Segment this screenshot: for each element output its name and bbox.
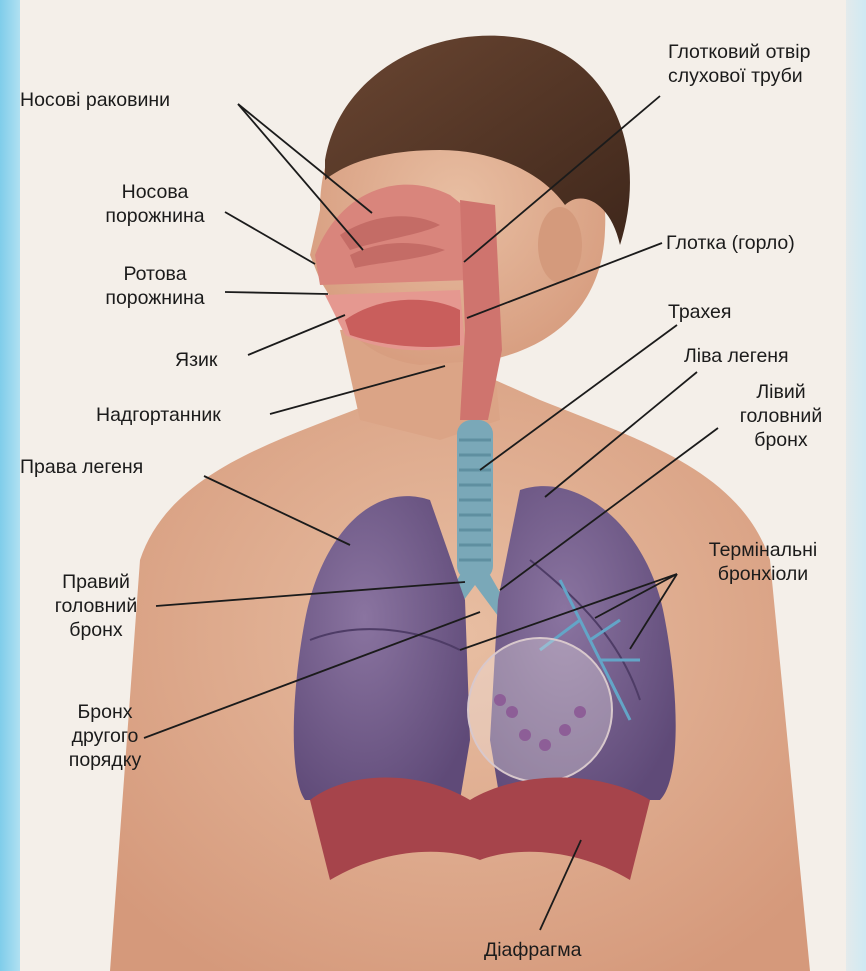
label-diaphragm: Діафрагма	[484, 938, 581, 962]
respiratory-system-illustration	[20, 0, 846, 971]
label-epiglottis: Надгортанник	[96, 403, 221, 427]
label-secondary-bronchus-line2: другого	[50, 724, 160, 748]
label-pharyngeal-opening-line2: слухової труби	[668, 64, 810, 88]
textbook-page: Носові раковини Глотковий отвір слухової…	[20, 0, 846, 971]
label-tongue: Язик	[175, 348, 217, 372]
alveoli-magnifier	[468, 638, 612, 782]
label-right-bronchus-line3: бронх	[36, 618, 156, 642]
label-left-bronchus-line3: бронх	[726, 428, 836, 452]
label-pharyngeal-opening: Глотковий отвір слухової труби	[668, 40, 810, 88]
label-secondary-bronchus-line3: порядку	[50, 748, 160, 772]
label-nasal-conchae: Носові раковини	[20, 88, 170, 112]
label-nasal-cavity: Носова порожнина	[80, 180, 230, 228]
label-oral-cavity-line2: порожнина	[80, 286, 230, 310]
label-secondary-bronchus-line1: Бронх	[50, 700, 160, 724]
label-left-bronchus-line2: головний	[726, 404, 836, 428]
label-terminal-bronchioles-line2: бронхіоли	[688, 562, 838, 586]
label-left-lung: Ліва легеня	[684, 344, 789, 368]
label-terminal-bronchioles: Термінальні бронхіоли	[688, 538, 838, 586]
label-nasal-cavity-line2: порожнина	[80, 204, 230, 228]
label-right-bronchus: Правий головний бронх	[36, 570, 156, 642]
label-left-bronchus: Лівий головний бронх	[726, 380, 836, 452]
label-pharynx: Глотка (горло)	[666, 231, 795, 255]
label-left-bronchus-line1: Лівий	[726, 380, 836, 404]
label-pharyngeal-opening-line1: Глотковий отвір	[668, 40, 810, 64]
label-trachea: Трахея	[668, 300, 731, 324]
label-secondary-bronchus: Бронх другого порядку	[50, 700, 160, 772]
label-oral-cavity-line1: Ротова	[80, 262, 230, 286]
label-nasal-cavity-line1: Носова	[80, 180, 230, 204]
label-right-bronchus-line2: головний	[36, 594, 156, 618]
label-oral-cavity: Ротова порожнина	[80, 262, 230, 310]
label-terminal-bronchioles-line1: Термінальні	[688, 538, 838, 562]
label-right-lung: Права легеня	[20, 455, 143, 479]
ghost-text	[632, 30, 637, 52]
ear	[538, 207, 582, 283]
label-right-bronchus-line1: Правий	[36, 570, 156, 594]
